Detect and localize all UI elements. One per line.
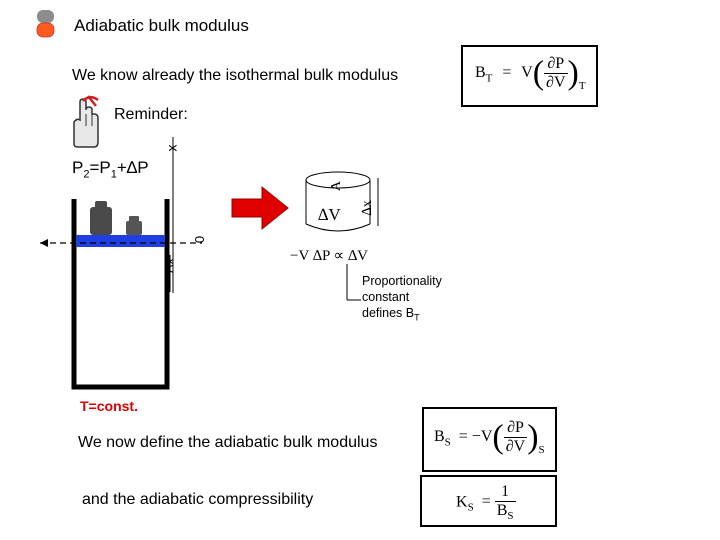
volume-label: ∆V	[318, 205, 341, 224]
ks-lhs: K	[456, 493, 468, 511]
proportionality-relation: −V ∆P ∝ ∆V	[290, 248, 368, 264]
bt-equals: =	[502, 64, 512, 82]
cylinder-walls	[71, 199, 170, 390]
formula-bt-box: BT = V(∂P∂V)T	[461, 45, 598, 107]
piston	[76, 235, 165, 247]
bt-den: ∂V	[546, 74, 566, 91]
bt-num: ∂P	[544, 55, 568, 74]
adiabatic-text: We now define the adiabatic bulk modulus	[78, 434, 378, 451]
bs-num: ∂P	[503, 419, 528, 438]
ks-num: 1	[494, 483, 516, 502]
page-title: Adiabatic bulk modulus	[74, 16, 249, 35]
ks-equals: =	[481, 493, 491, 511]
dx-label: ∆x	[161, 258, 177, 273]
weight-small	[126, 216, 142, 235]
bt-lhs-sub: T	[485, 72, 493, 85]
pressure-label: P2=P1+∆P	[72, 158, 149, 181]
proportionality-note: Proportionality constant defines BT	[362, 274, 442, 323]
compressibility-text: and the adiabatic compressibility	[82, 491, 314, 508]
x-axis-label: x	[163, 144, 180, 152]
small-cylinder	[305, 171, 379, 232]
weight-large	[90, 201, 112, 235]
bt-lhs: B	[475, 64, 486, 82]
area-label: A	[329, 180, 345, 192]
bullet-icon	[36, 10, 55, 38]
reminder-hand-icon	[73, 95, 99, 148]
pointer-line	[346, 264, 361, 301]
bs-equals: = −V	[458, 428, 493, 446]
state-label: T=const.	[80, 398, 138, 414]
bt-sub: T	[578, 80, 586, 93]
zero-label: 0	[192, 235, 208, 244]
intro-text: We know already the isothermal bulk modu…	[72, 67, 399, 84]
ks-den: BS	[496, 502, 514, 523]
cylinder-diagram	[40, 137, 202, 390]
bs-sub: S	[538, 444, 545, 457]
ks-lhs-sub: S	[467, 501, 474, 514]
bt-coef: V	[521, 64, 533, 82]
bs-lhs-sub: S	[444, 436, 451, 449]
reminder-label: Reminder:	[114, 106, 188, 123]
small-dx-label: ∆x	[359, 200, 375, 216]
bs-den: ∂V	[505, 438, 526, 455]
reference-arrow	[40, 239, 48, 247]
formula-bs-box: BS = −V(∂P∂V)S	[422, 407, 557, 472]
bs-lhs: B	[434, 428, 445, 446]
right-arrow-icon	[231, 185, 289, 231]
